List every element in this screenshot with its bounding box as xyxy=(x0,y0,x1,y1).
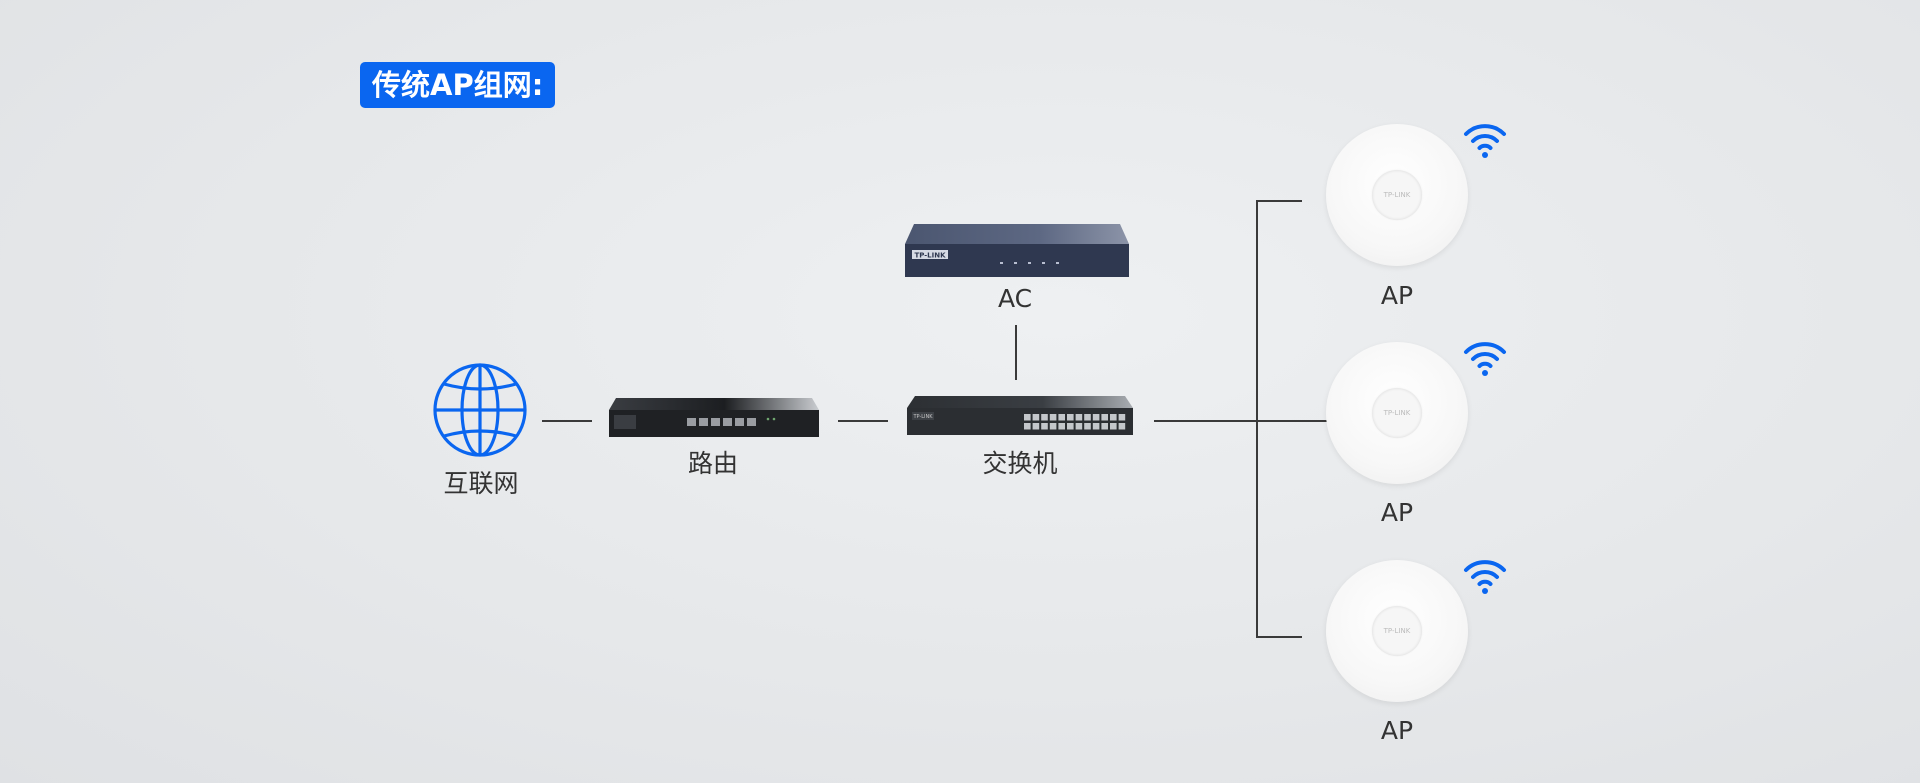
ap-device-2: TP-LINK xyxy=(1326,342,1468,484)
wifi-icon xyxy=(1464,342,1506,376)
link-router-switch xyxy=(838,420,888,422)
ap-device-3: TP-LINK xyxy=(1326,560,1468,702)
ap-device-1: TP-LINK xyxy=(1326,124,1468,266)
wifi-icon xyxy=(1464,124,1506,158)
switch-label: 交换机 xyxy=(982,449,1058,478)
ap-label-3: AP xyxy=(1380,716,1414,745)
link-bus-ap-1 xyxy=(1256,200,1302,202)
internet-label: 互联网 xyxy=(443,469,519,498)
link-switch-ac xyxy=(1015,325,1017,380)
link-internet-router xyxy=(542,420,592,422)
svg-text:TP-LINK: TP-LINK xyxy=(912,414,933,420)
ap-label-2: AP xyxy=(1380,498,1414,527)
diagram-title: 传统AP组网: xyxy=(360,62,556,108)
ap-label-1: AP xyxy=(1380,281,1414,310)
ap-logo-3: TP-LINK xyxy=(1372,606,1422,656)
switch-device: TP-LINK xyxy=(907,396,1133,435)
svg-text:TP-LINK: TP-LINK xyxy=(914,252,946,260)
link-bus-ap-3 xyxy=(1256,636,1302,638)
ap-logo-1: TP-LINK xyxy=(1372,170,1422,220)
link-switch-trunk xyxy=(1154,420,1336,422)
router-label: 路由 xyxy=(687,449,738,478)
ac-device: TP-LINK xyxy=(905,224,1129,277)
wifi-icon xyxy=(1464,560,1506,594)
ac-label: AC xyxy=(997,284,1033,313)
router-device xyxy=(609,398,819,437)
globe-icon xyxy=(433,363,527,457)
ap-logo-2: TP-LINK xyxy=(1372,388,1422,438)
ap-bus-vertical xyxy=(1256,200,1258,637)
